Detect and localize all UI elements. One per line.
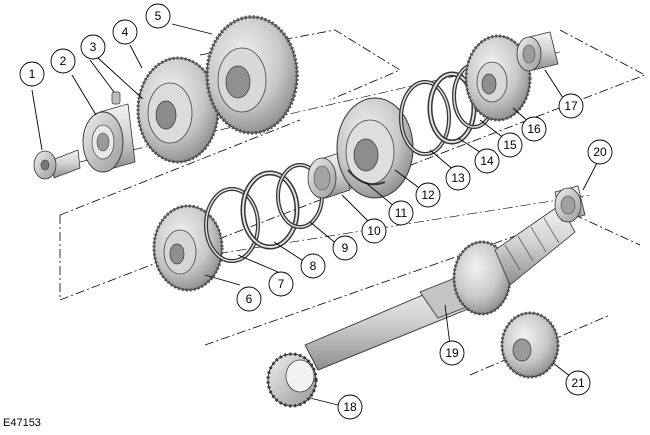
callout-21: 21 <box>565 370 591 396</box>
part-4-gear <box>136 56 220 164</box>
callout-13: 13 <box>445 165 471 191</box>
callout-9: 9 <box>332 235 358 261</box>
callout-16: 16 <box>521 116 547 142</box>
callout-19: 19 <box>439 340 465 366</box>
part-1-stub-shaft <box>33 149 81 180</box>
part-5-large-gear <box>205 15 299 135</box>
part-16-gear <box>464 34 532 122</box>
callout-2-label: 2 <box>60 54 67 68</box>
callout-13-label: 13 <box>451 171 465 185</box>
callout-8-label: 8 <box>310 259 317 273</box>
callout-17-label: 17 <box>564 99 578 113</box>
part-17-bush <box>516 31 559 72</box>
callout-2: 2 <box>50 48 76 74</box>
part-12-synchro-hub <box>336 97 414 199</box>
callout-16-label: 16 <box>527 122 541 136</box>
figure-id: E47153 <box>3 417 41 429</box>
callout-10-label: 10 <box>367 224 381 238</box>
callout-7-label: 7 <box>278 277 285 291</box>
part-18-caged-bearing <box>266 352 318 408</box>
callout-3-label: 3 <box>90 40 97 54</box>
callout-15-label: 15 <box>503 138 517 152</box>
callout-21-label: 21 <box>571 376 585 390</box>
callout-18-label: 18 <box>343 400 357 414</box>
part-2-bearing <box>82 103 136 173</box>
callout-14-label: 14 <box>480 154 494 168</box>
part-19-main-shaft <box>304 204 576 371</box>
callout-10: 10 <box>361 218 387 244</box>
callout-15: 15 <box>497 132 523 158</box>
callout-1: 1 <box>19 61 45 87</box>
callout-9-label: 9 <box>342 241 349 255</box>
callout-20-label: 20 <box>593 145 607 159</box>
callout-14: 14 <box>474 148 500 174</box>
callout-7: 7 <box>268 271 294 297</box>
callouts: 1 2 3 4 5 6 7 8 9 10 11 12 13 14 15 16 1… <box>19 3 613 420</box>
part-8-ring <box>240 170 300 250</box>
callout-5-label: 5 <box>155 9 162 23</box>
callout-8: 8 <box>300 253 326 279</box>
part-20-bush <box>554 185 586 223</box>
callout-4: 4 <box>112 19 138 45</box>
callout-12-label: 12 <box>421 188 435 202</box>
callout-18: 18 <box>337 394 363 420</box>
callout-17: 17 <box>558 93 584 119</box>
callout-5: 5 <box>145 3 171 29</box>
callout-11-label: 11 <box>395 206 408 220</box>
callout-19-label: 19 <box>445 346 459 360</box>
callout-1-label: 1 <box>29 67 36 81</box>
part-21-small-gear <box>500 311 560 379</box>
part-13-ring <box>399 80 451 156</box>
callout-12: 12 <box>415 182 441 208</box>
callout-3: 3 <box>80 34 106 60</box>
callout-4-label: 4 <box>122 25 129 39</box>
callout-6: 6 <box>236 286 262 312</box>
callout-6-label: 6 <box>246 292 253 306</box>
callout-20: 20 <box>587 139 613 165</box>
callout-11: 11 <box>388 200 414 226</box>
part-7-ring <box>204 187 260 263</box>
